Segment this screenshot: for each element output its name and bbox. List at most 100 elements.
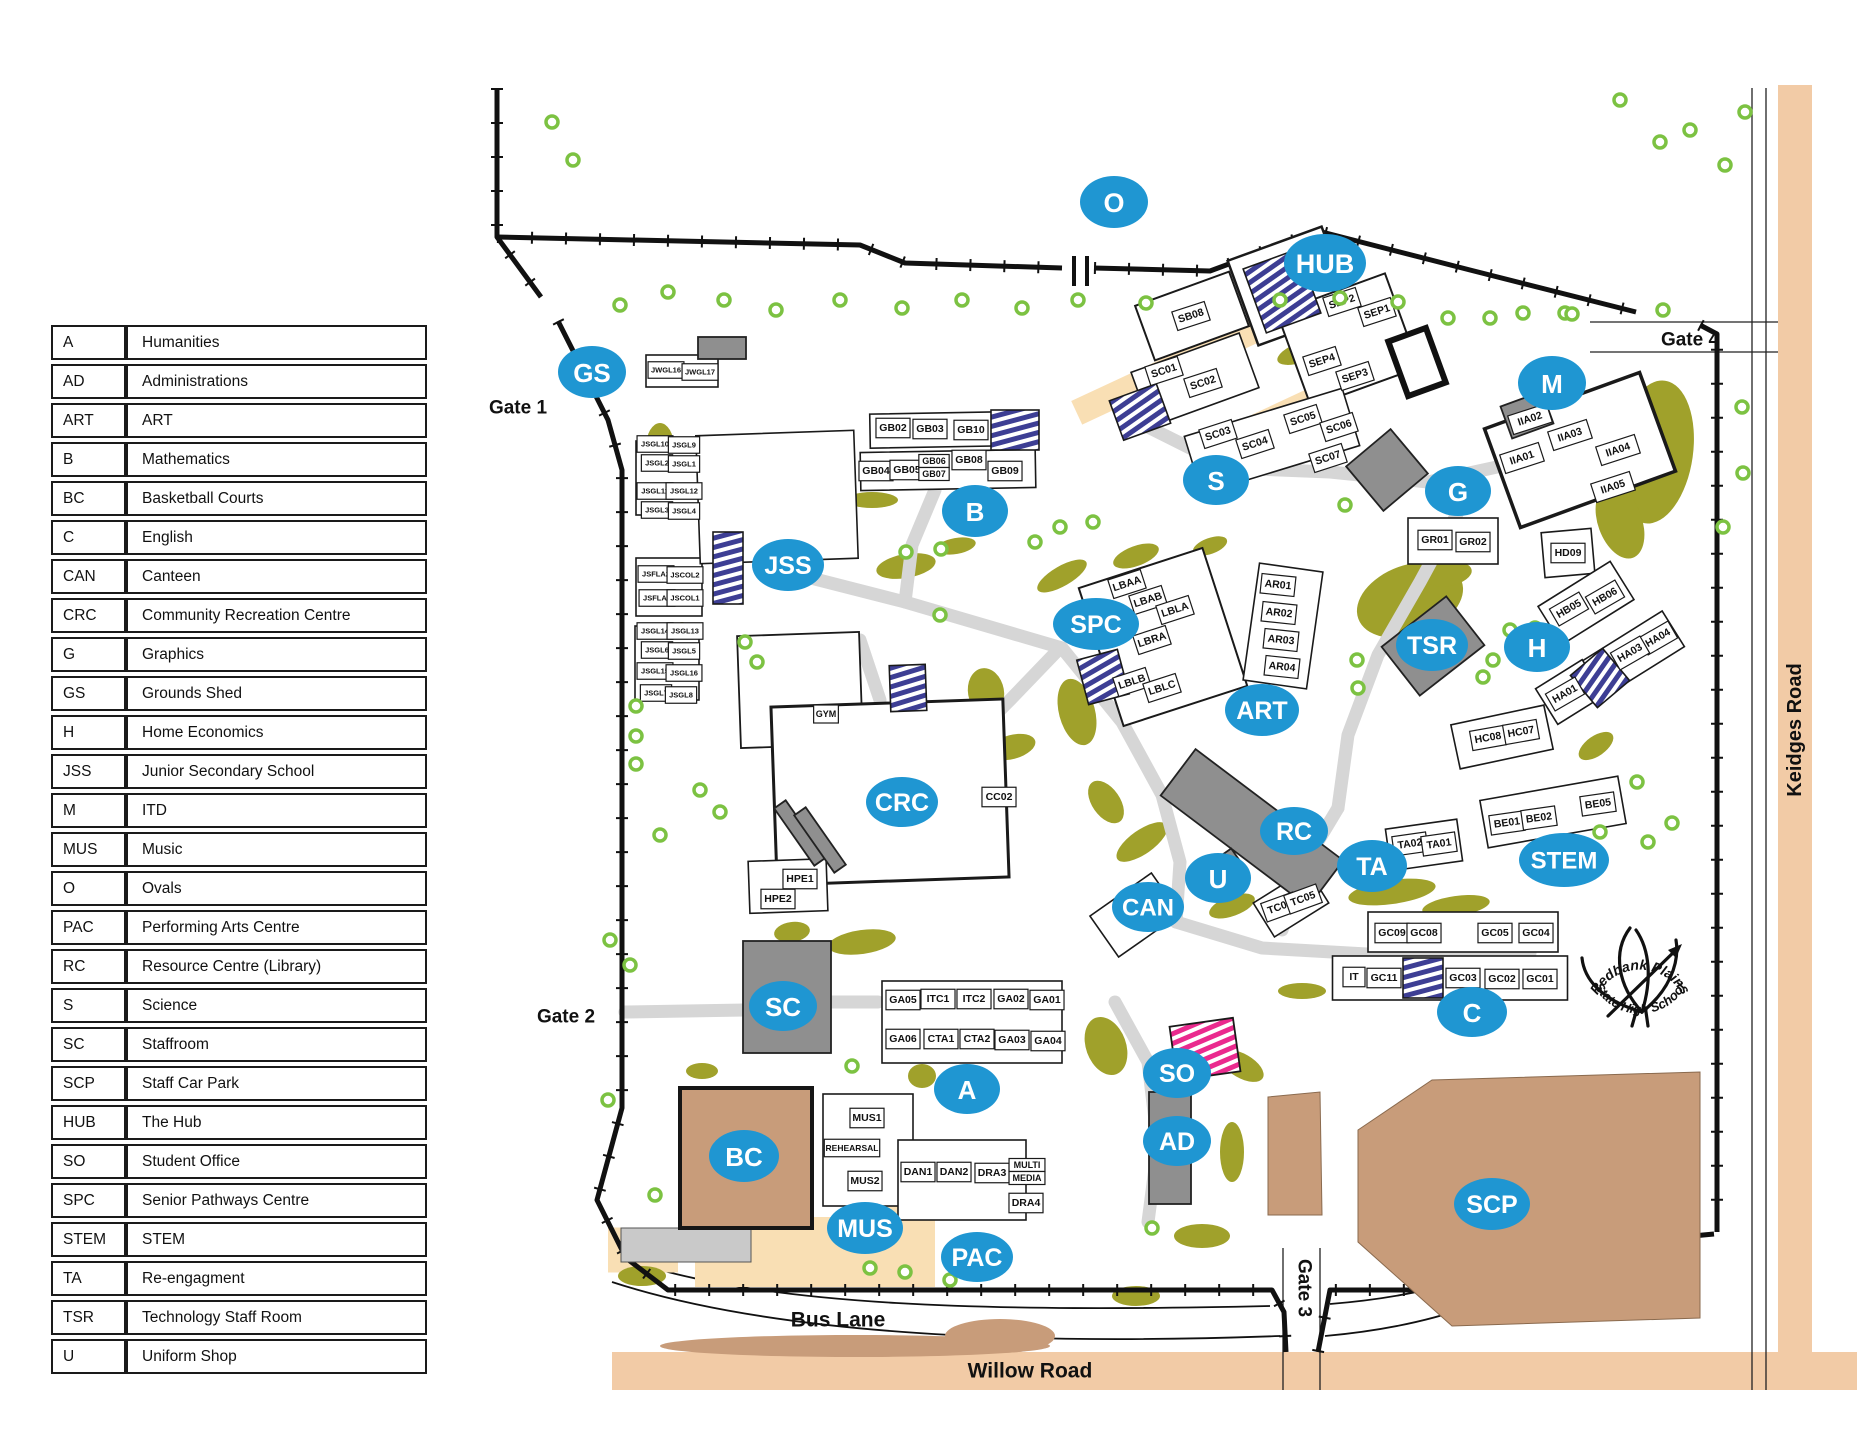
footpath [853,633,887,707]
badge-oval [1183,455,1249,505]
badge-text: SCP [1466,1191,1517,1219]
tree-icon [1350,680,1366,696]
room-label-ar01: AR01 [1259,572,1297,598]
room-label-box [951,449,987,471]
badge-text: ART [1236,697,1287,725]
badge-oval [1396,619,1468,671]
room-label-media: MEDIA [1008,1170,1046,1186]
room-label-text: DRA3 [978,1167,1007,1179]
room-label-box [667,502,701,520]
tree-icon [1052,519,1068,535]
room-label-lbaa: LBAA [1107,568,1147,600]
logo-emblem [1644,1010,1650,1028]
badge-oval [1425,466,1491,516]
legend-name: Re-engagment [126,1261,427,1296]
boundary-fence [496,234,1063,271]
room-label-text: AR01 [1264,578,1292,593]
map-badge-o: O [1080,176,1148,228]
tree-icon [932,607,948,623]
badge-text: H [1528,633,1547,663]
legend-name: Technology Staff Room [126,1300,427,1335]
room-label-text: MUS2 [850,1175,879,1187]
room-label-ar02: AR02 [1260,600,1298,626]
tree-icon [544,114,560,130]
striped-building [1075,648,1131,706]
tree-icon [628,756,644,772]
room-label-gb08: GB08 [951,449,987,471]
room-label-box [1142,672,1182,704]
legend-name: Administrations [126,364,427,399]
room-label-text: JSGL7 [644,689,668,698]
room-label-box [981,786,1017,808]
logo-emblem [1630,1010,1638,1028]
room-label-hpe2: HPE2 [760,888,796,910]
legend-name: Senior Pathways Centre [126,1183,427,1218]
room-label-cta2: CTA2 [959,1028,995,1050]
room-label-gc11: GC11 [1366,967,1402,989]
tree-icon [1138,295,1154,311]
room-label-box [849,1107,885,1129]
room-label-box [920,988,956,1010]
room-label-ta01: TA01 [1420,831,1458,857]
room-label-jsgl9: JSGL9 [667,436,701,454]
room-label-box [1260,600,1298,626]
room-label-tc05: TC05 [1282,883,1324,915]
tree-icon [1515,305,1531,321]
legend-name: Grounds Shed [126,676,427,711]
room-label-jsgl10: JSGL10 [636,435,674,453]
room-label-box [885,1028,921,1050]
room-label-box [918,466,950,482]
legend-name: Junior Secondary School [126,754,427,789]
map-badge-sc: SC [749,981,817,1031]
striped-building [888,663,928,713]
room-label-text: JSGL15 [641,667,669,676]
room-label-gr01: GR01 [1417,529,1453,551]
legend-code: TA [51,1261,126,1296]
room-label-box [1548,591,1590,627]
room-label-text: GR02 [1459,536,1487,548]
badge-oval [942,485,1008,537]
room-label-iia05: IIA05 [1589,470,1637,504]
room-label-box [1550,542,1586,564]
badge-oval [934,1064,1000,1114]
badge-oval [1143,1048,1211,1098]
tree-icon [1482,310,1498,326]
room-label-box [923,1028,959,1050]
garden-patch [1424,561,1472,587]
room-label-box [1132,624,1172,656]
map-badge-mus: MUS [827,1202,903,1254]
garden-patch [1116,822,1168,862]
room-label-text: GB04 [862,465,890,477]
legend-code: SC [51,1027,126,1062]
legend-name: English [126,520,427,555]
room-label-dan1: DAN1 [900,1161,936,1183]
room-label-text: ITC2 [963,993,986,1005]
legend-code: ART [51,403,126,438]
tree-icon [1070,292,1086,308]
tree-icon [1737,104,1753,120]
building-gray [1159,747,1345,909]
room-label-gb02: GB02 [875,417,911,439]
room-label-ha01: HA01 [1544,676,1586,712]
garden-patch [1113,543,1159,569]
legend-code: O [51,871,126,906]
badge-text: A [958,1075,977,1105]
room-label-box [664,686,698,704]
willow-road-label: Willow Road [968,1360,1093,1383]
room-label-text: JSGL5 [672,647,696,656]
building-skirt [620,1227,752,1263]
room-label-jscol1: JSCOL1 [666,589,704,607]
room-label-text: IT [1349,971,1359,983]
room-label-mus1: MUS1 [849,1107,885,1129]
room-label-sc02: SC02 [1183,367,1223,399]
room-label-text: GB07 [922,469,946,479]
legend-code: U [51,1339,126,1374]
building [1242,562,1324,690]
